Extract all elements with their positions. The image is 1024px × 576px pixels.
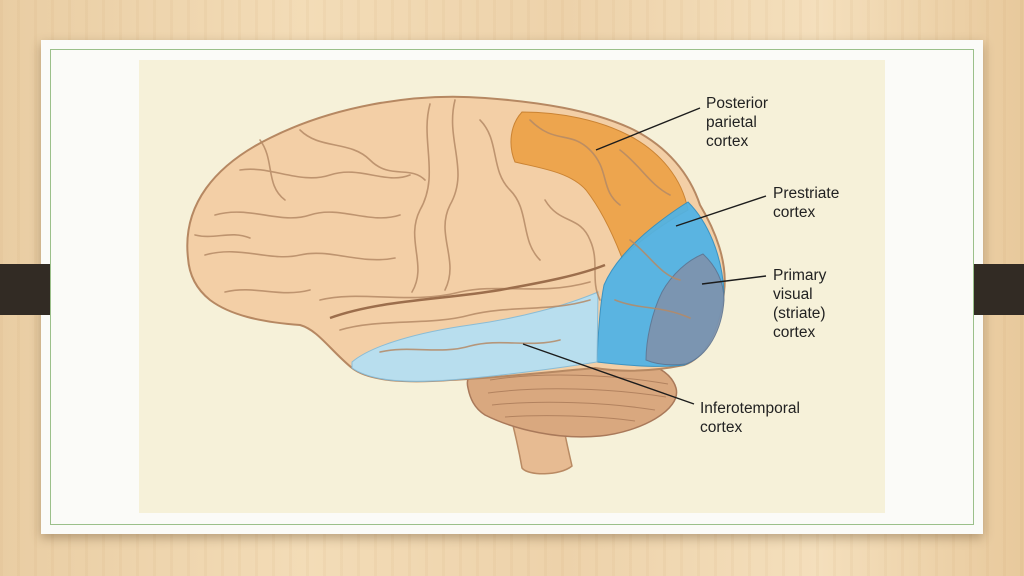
label-line: Posterior [706,95,769,112]
left-binder-tab [0,264,50,315]
cerebellum-folia [487,374,669,422]
label-line: cortex [706,133,749,150]
label-line: cortex [773,204,816,221]
region-primary-visual [645,253,725,366]
label-line: (striate) [773,305,826,322]
label-posterior-parietal-cortex: Posterior parietal cortex [706,94,768,151]
label-primary-visual-striate-cortex: Primary visual (striate) cortex [773,266,826,342]
label-line: cortex [700,419,743,436]
leader-inferotemporal [522,343,695,405]
gyri-lines [194,99,691,353]
label-prestriate-cortex: Prestriate cortex [773,184,839,222]
right-binder-tab [974,264,1024,315]
lateral-sulcus [329,263,606,320]
leader-primary-visual [701,275,767,285]
label-line: parietal [706,114,757,131]
region-inferotemporal [351,291,599,382]
slide-frame-border [50,49,974,525]
leader-prestriate [675,195,767,227]
label-line: cortex [773,324,816,341]
leader-posterior-parietal [595,107,701,151]
label-line: visual [773,286,813,303]
label-line: Primary [773,267,827,284]
leader-lines [522,107,767,405]
label-line: Prestriate [773,185,840,202]
label-inferotemporal-cortex: Inferotemporal cortex [700,399,800,437]
label-line: Inferotemporal [700,400,800,417]
